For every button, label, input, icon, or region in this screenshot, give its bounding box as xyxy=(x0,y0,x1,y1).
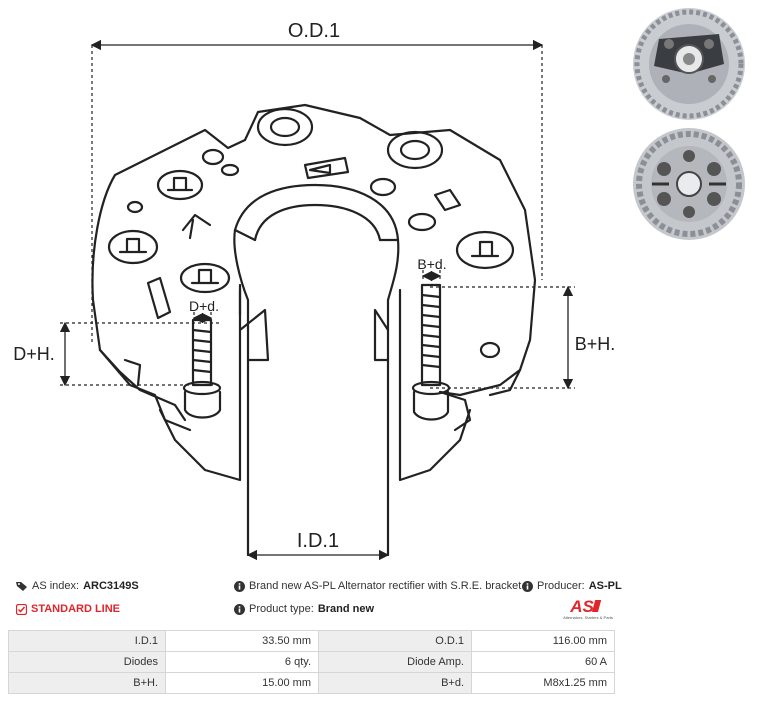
standard-line-row: STANDARD LINE xyxy=(16,603,120,615)
spec-label: I.D.1 xyxy=(8,630,166,652)
bh-label: B+H. xyxy=(575,334,616,354)
spec-label: Diode Amp. xyxy=(318,651,472,673)
product-photo-back xyxy=(633,128,745,240)
standard-line-label: STANDARD LINE xyxy=(31,603,121,615)
spec-value: 116.00 mm xyxy=(471,630,615,652)
info-icon xyxy=(234,580,245,592)
product-type-row: Product type: Brand new xyxy=(234,603,374,615)
spec-value: 33.50 mm xyxy=(165,630,319,652)
product-type-label: Product type: xyxy=(249,603,314,615)
info-icon xyxy=(522,580,533,592)
table-row: B+H. 15.00 mm B+d. M8x1.25 mm xyxy=(8,672,615,694)
table-row: Diodes 6 qty. Diode Amp. 60 A xyxy=(8,651,615,673)
spec-value: 60 A xyxy=(471,651,615,673)
od1-label: O.D.1 xyxy=(288,20,340,42)
as-pl-logo: AS Alternators, Starters & Parts xyxy=(563,597,613,620)
check-badge-icon xyxy=(16,603,27,615)
spec-table: I.D.1 33.50 mm O.D.1 116.00 mm Diodes 6 … xyxy=(8,630,615,694)
logo-tagline: Alternators, Starters & Parts xyxy=(563,615,613,620)
rectifier-outline xyxy=(91,103,537,422)
as-index-row: AS index: ARC3149S xyxy=(16,580,139,592)
description-row: Brand new AS-PL Alternator rectifier wit… xyxy=(234,580,521,592)
spec-label: O.D.1 xyxy=(318,630,472,652)
product-type-value: Brand new xyxy=(317,603,375,615)
table-row: I.D.1 33.50 mm O.D.1 116.00 mm xyxy=(8,630,615,652)
dd-label: D+d. xyxy=(189,298,219,314)
spec-label: B+d. xyxy=(318,672,472,694)
spec-value: 6 qty. xyxy=(165,651,319,673)
spec-label: B+H. xyxy=(8,672,166,694)
id1-label: I.D.1 xyxy=(297,530,339,552)
dh-label: D+H. xyxy=(13,344,55,364)
logo-mark: AS xyxy=(569,597,594,616)
as-index-label: AS index: xyxy=(32,580,80,592)
spec-value: 15.00 mm xyxy=(165,672,319,694)
producer-value: AS-PL xyxy=(588,580,622,592)
as-index-value: ARC3149S xyxy=(83,580,139,592)
product-photo-front xyxy=(633,8,745,120)
product-description: Brand new AS-PL Alternator rectifier wit… xyxy=(249,580,522,592)
spec-value: M8x1.25 mm xyxy=(471,672,615,694)
info-icon xyxy=(234,603,245,615)
center-channel xyxy=(233,183,400,557)
technical-drawing: O.D.1 I.D.1 D+H. B+H. D+d. B+d. xyxy=(13,20,616,561)
spec-label: Diodes xyxy=(8,651,166,673)
producer-row: Producer: AS-PL xyxy=(522,580,622,592)
tag-icon xyxy=(16,581,27,591)
bd-label: B+d. xyxy=(417,256,446,272)
producer-label: Producer: xyxy=(537,580,585,592)
